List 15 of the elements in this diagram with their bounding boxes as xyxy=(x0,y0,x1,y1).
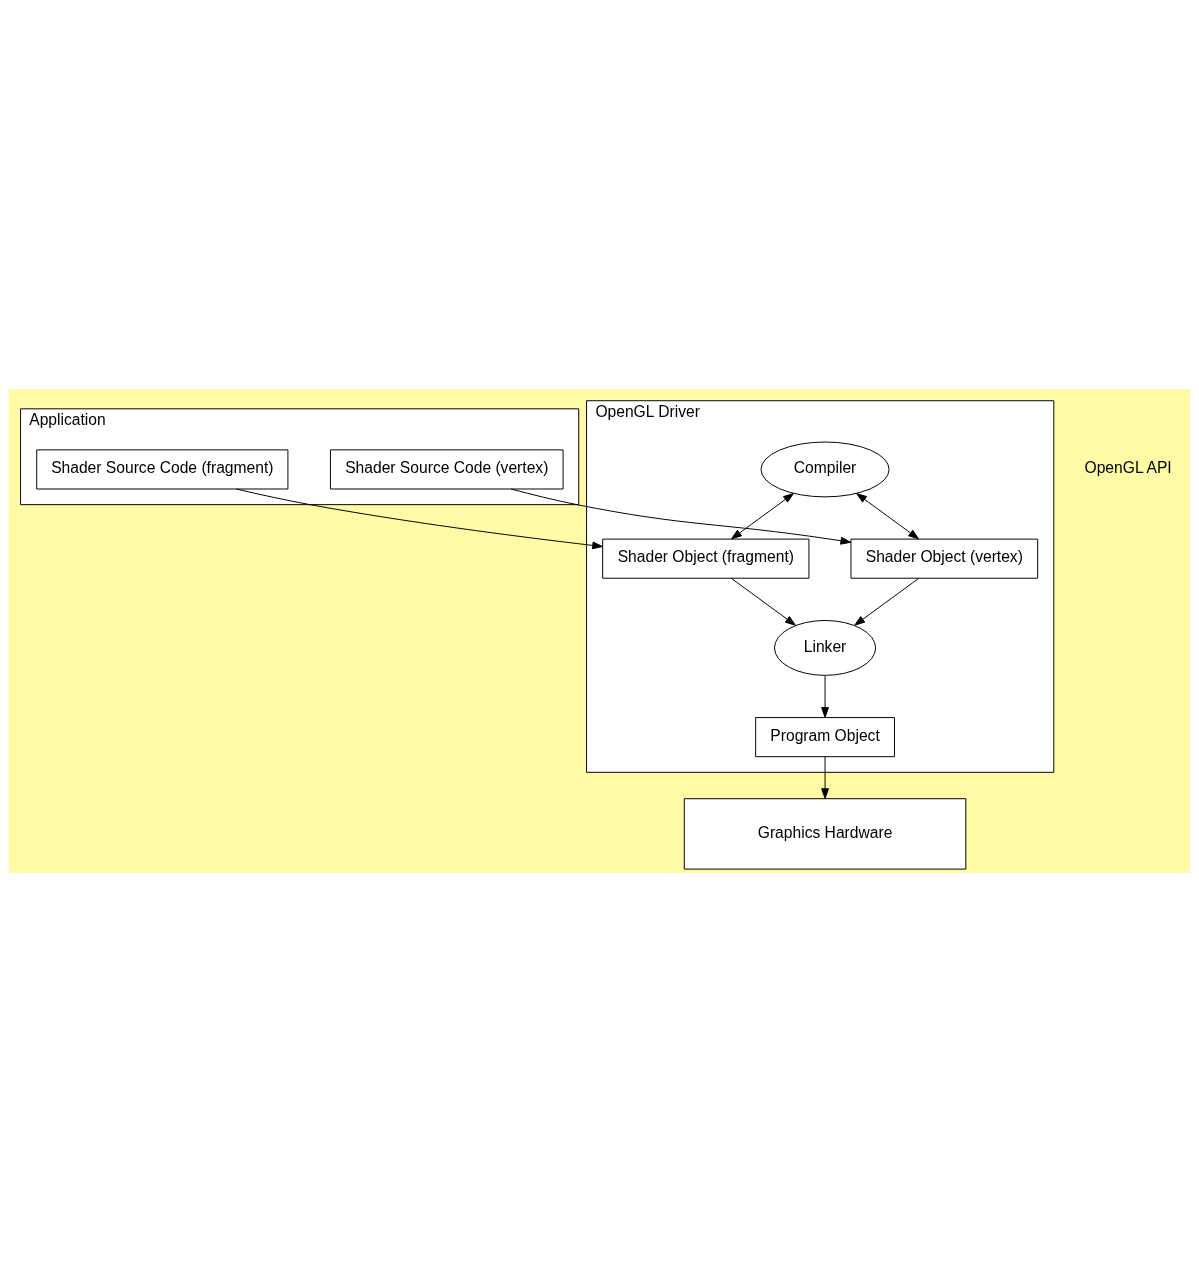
label: OpenGL API xyxy=(1084,458,1172,476)
node-ellipse: Linker xyxy=(774,619,877,676)
node-box: Program Object xyxy=(755,716,895,757)
arrow xyxy=(821,755,829,799)
arrow xyxy=(856,492,920,539)
arrow xyxy=(854,577,920,626)
arrow xyxy=(821,675,829,718)
node-ellipse: Compiler xyxy=(760,441,890,497)
node-box: Shader Source Code (vertex) xyxy=(329,448,564,489)
node-box: Shader Source Code (fragment) xyxy=(36,448,289,489)
node-box: Graphics Hardware xyxy=(683,797,967,870)
node-box: Shader Object (vertex) xyxy=(850,538,1039,579)
arrow xyxy=(730,577,796,626)
arrow xyxy=(731,492,794,539)
node-box: Shader Object (fragment) xyxy=(602,538,810,579)
